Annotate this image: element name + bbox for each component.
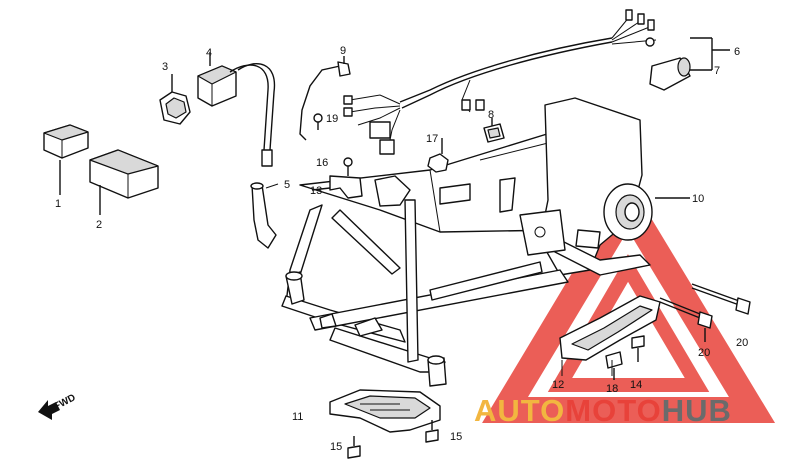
bolt-15-right — [425, 420, 439, 443]
callout-18: 18 — [606, 383, 618, 395]
callout-12: 12 — [552, 379, 564, 391]
callout-20-left: 20 — [698, 347, 710, 359]
grommet-8 — [483, 118, 505, 143]
ignition-coil-4 — [197, 52, 276, 167]
screw-16 — [343, 157, 353, 176]
callout-6: 6 — [734, 46, 740, 58]
callout-11: 11 — [292, 411, 303, 423]
cdi-unit-2 — [89, 149, 159, 215]
callout-7: 7 — [714, 65, 720, 77]
callout-10: 10 — [692, 193, 704, 205]
wire-harness-6 — [343, 9, 730, 155]
skid-plate-12 — [559, 295, 661, 361]
watermark-text: AUTOMOTOHUB — [474, 393, 732, 428]
callout-9: 9 — [340, 45, 346, 57]
watermark-word-moto: MOTO — [565, 393, 661, 428]
svg-text:AUTOMOTOHUB: AUTOMOTOHUB — [474, 393, 732, 428]
rubber-boot-7 — [649, 57, 712, 91]
rubber-mount-3 — [159, 74, 191, 125]
callout-17: 17 — [426, 133, 438, 145]
callout-16: 16 — [316, 157, 328, 169]
frame-body — [281, 97, 651, 387]
callout-8: 8 — [488, 109, 494, 121]
callout-5: 5 — [284, 179, 290, 191]
long-bolt-20 — [659, 283, 751, 342]
bolt-15-left — [347, 436, 361, 459]
callout-19: 19 — [326, 113, 338, 125]
bolt-18 — [605, 351, 623, 380]
clamp-9 — [299, 56, 351, 141]
bracket-13 — [311, 175, 363, 199]
callout-2: 2 — [96, 219, 102, 231]
leader-lines — [99, 183, 613, 376]
callout-15-right: 15 — [450, 431, 462, 443]
plug-cap-5 — [250, 182, 277, 249]
callout-3: 3 — [162, 61, 168, 73]
callout-15-left: 15 — [330, 441, 342, 453]
callout-labels: 1 2 3 4 5 6 7 8 9 10 11 12 13 14 15 15 1… — [55, 45, 748, 453]
callout-20-right: 20 — [736, 337, 748, 349]
callout-13: 13 — [310, 185, 322, 197]
bolt-19 — [313, 113, 323, 130]
watermark-word-auto: AUTO — [474, 393, 565, 428]
fwd-arrow: FWD — [38, 392, 78, 420]
callout-4: 4 — [206, 47, 212, 59]
watermark-word-hub: HUB — [662, 393, 732, 428]
bolt-14 — [631, 335, 645, 362]
callout-14: 14 — [630, 379, 642, 391]
rear-mount-10 — [603, 183, 690, 241]
nut-17 — [427, 138, 449, 173]
relay-1 — [43, 124, 89, 195]
callout-1: 1 — [55, 198, 61, 210]
skid-plate-11 — [329, 389, 441, 433]
fwd-label: FWD — [52, 392, 77, 412]
